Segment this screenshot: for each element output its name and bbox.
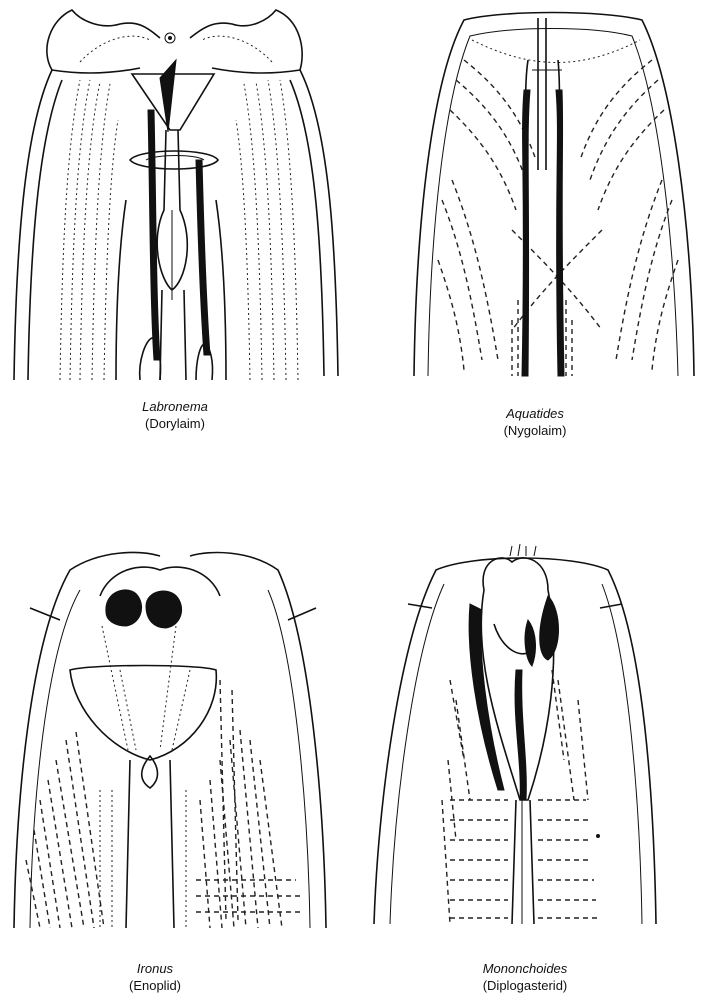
caption-mononchoides: Mononchoides (Diplogasterid)	[450, 960, 600, 994]
caption-labronema: Labronema (Dorylaim)	[100, 398, 250, 432]
group-name: (Diplogasterid)	[450, 977, 600, 994]
aquatides-drawing	[352, 0, 703, 470]
caption-ironus: Ironus (Enoplid)	[80, 960, 230, 994]
group-name: (Enoplid)	[80, 977, 230, 994]
caption-aquatides: Aquatides (Nygolaim)	[460, 405, 610, 439]
group-name: (Nygolaim)	[460, 422, 610, 439]
group-name: (Dorylaim)	[100, 415, 250, 432]
genus-name: Labronema	[100, 398, 250, 415]
genus-name: Aquatides	[460, 405, 610, 422]
mononchoides-drawing	[352, 500, 703, 1003]
genus-name: Ironus	[80, 960, 230, 977]
genus-name: Mononchoides	[450, 960, 600, 977]
ironus-drawing	[0, 500, 352, 1003]
